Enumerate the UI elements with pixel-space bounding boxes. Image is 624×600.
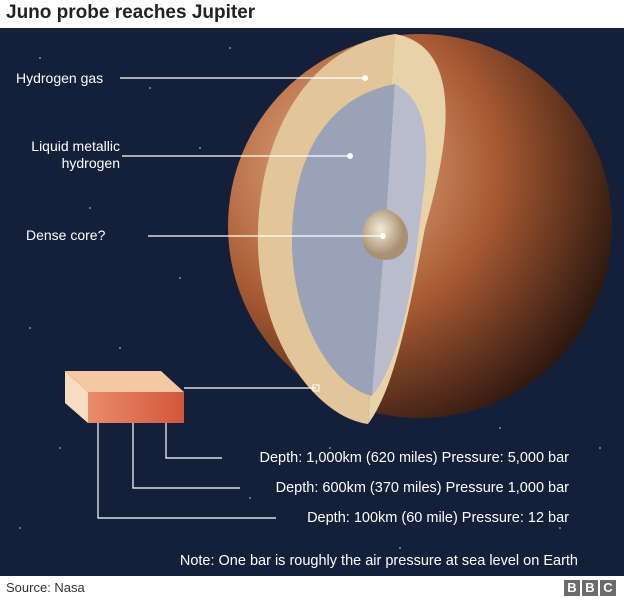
rock-sample-block bbox=[65, 371, 184, 423]
depth-100km: Depth: 100km (60 mile) Pressure: 12 bar bbox=[307, 510, 569, 526]
label-dense-core: Dense core? bbox=[26, 227, 106, 243]
depth-1000km: Depth: 1,000km (620 miles) Pressure: 5,0… bbox=[259, 450, 569, 466]
label-liquid-metallic: Liquid metallic hydrogen bbox=[31, 138, 120, 171]
note: Note: One bar is roughly the air pressur… bbox=[179, 553, 578, 569]
label-hydrogen-gas: Hydrogen gas bbox=[16, 70, 104, 86]
jupiter-cutaway bbox=[19, 34, 612, 549]
page-title: Juno probe reaches Jupiter bbox=[6, 2, 256, 23]
stars bbox=[19, 47, 601, 549]
source: Source: Nasa bbox=[6, 580, 85, 595]
depth-600km: Depth: 600km (370 miles) Pressure 1,000 … bbox=[275, 480, 569, 496]
leader-lines bbox=[97, 77, 383, 519]
metallic-layer bbox=[291, 84, 395, 396]
diagram: Hydrogen gas Liquid metallic hydrogen De… bbox=[0, 28, 624, 576]
